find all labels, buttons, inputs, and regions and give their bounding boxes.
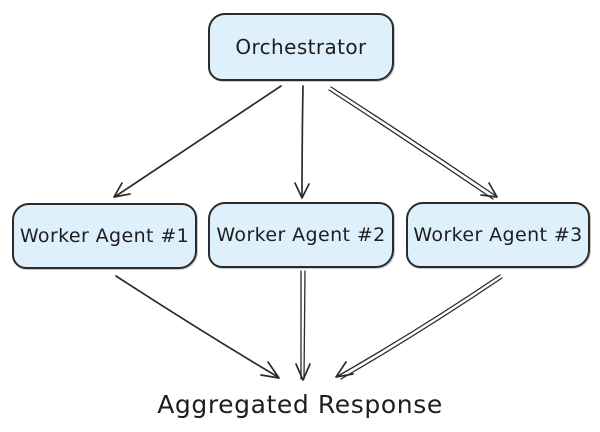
edge-orchestrator-worker2	[294, 85, 310, 199]
node-worker-agent-2: Worker Agent #2	[208, 202, 394, 268]
node-worker-agent-3-label: Worker Agent #3	[413, 224, 583, 246]
node-orchestrator: Orchestrator	[208, 13, 394, 81]
aggregated-response-label: Aggregated Response	[157, 390, 443, 419]
node-worker-agent-1: Worker Agent #1	[12, 203, 197, 269]
node-orchestrator-label: Orchestrator	[235, 35, 367, 59]
edge-orchestrator-worker1	[113, 85, 282, 198]
edge-worker1-output	[115, 275, 280, 379]
node-worker-agent-2-label: Worker Agent #2	[216, 224, 386, 246]
edge-orchestrator-worker3	[328, 86, 498, 200]
node-worker-agent-3: Worker Agent #3	[406, 202, 590, 268]
node-worker-agent-1-label: Worker Agent #1	[19, 225, 190, 247]
edge-worker2-output	[295, 270, 311, 381]
edge-worker3-output	[335, 274, 503, 380]
